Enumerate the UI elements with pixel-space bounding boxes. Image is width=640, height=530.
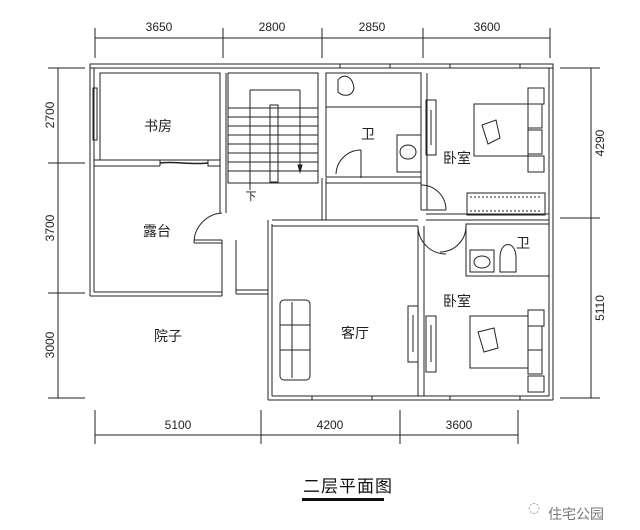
dim-left-1: 2700 (43, 101, 57, 129)
living-room-walls (272, 219, 447, 401)
terrace-door (193, 212, 223, 244)
dim-bottom-3: 3600 (445, 418, 473, 432)
wechat-icon: ◌ (528, 500, 541, 516)
drawing-title: 二层平面图 (303, 477, 393, 497)
top-bedroom-walls (420, 63, 549, 221)
study-walls (92, 72, 227, 213)
room-label-bath-top: 卫 (361, 127, 375, 143)
right-dimension-line (560, 67, 600, 399)
room-label-yard: 院子 (154, 329, 182, 345)
dim-right-2: 5110 (593, 295, 607, 321)
dim-top-3: 2850 (358, 20, 386, 34)
bottom-bathroom-walls (439, 223, 550, 278)
room-label-bedroom-bottom: 卧室 (443, 294, 471, 310)
watermark: 住宅公园 (548, 507, 604, 523)
dim-top-4: 3600 (473, 20, 501, 34)
room-label-study: 书房 (144, 119, 172, 135)
room-label-living: 客厅 (341, 326, 369, 342)
stair-down-label: 下 (245, 190, 257, 203)
bottom-dimension-line (94, 410, 519, 444)
outer-walls (89, 63, 554, 401)
room-label-bath-bottom: 卫 (516, 236, 530, 252)
title-underline (302, 498, 384, 501)
top-bathroom-walls (321, 63, 422, 220)
dim-top-1: 3650 (145, 20, 173, 34)
left-dimension-line (48, 67, 85, 399)
staircase (227, 72, 319, 190)
dim-left-2: 3700 (43, 214, 57, 242)
dim-bottom-1: 5100 (164, 418, 192, 432)
dim-top-2: 2800 (258, 20, 286, 34)
room-label-bedroom-top: 卧室 (443, 151, 471, 167)
top-dimension-line (94, 28, 551, 58)
bottom-bedroom-walls (425, 309, 545, 401)
room-label-terrace: 露台 (143, 224, 171, 240)
dim-bottom-2: 4200 (316, 418, 344, 432)
dim-right-1: 4290 (593, 129, 607, 157)
dim-left-3: 3000 (43, 331, 57, 359)
